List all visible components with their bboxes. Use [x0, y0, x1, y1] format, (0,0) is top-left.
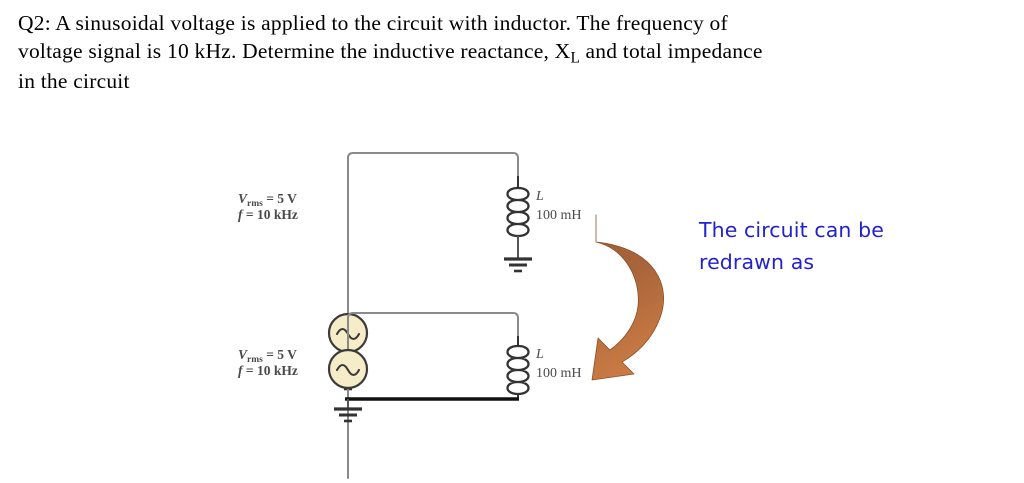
ground-symbol-inductor-original	[504, 236, 532, 273]
redraw-annotation-line-2: redrawn as	[699, 249, 815, 274]
question-line-1: Q2: A sinusoidal voltage is applied to t…	[18, 11, 728, 35]
ac-source-symbol-redrawn	[327, 348, 369, 390]
question-text: Q2: A sinusoidal voltage is applied to t…	[18, 10, 1003, 96]
question-line-2-part-b: and total impedance	[579, 38, 763, 63]
inductor-label-value-original: 100 mH	[536, 208, 582, 223]
source-label-freq-redrawn: f = 10 kHz	[238, 363, 298, 378]
curved-arrow-shape	[591, 214, 664, 381]
inductor-label-L-original: L	[535, 189, 544, 204]
sine-wave-icon	[335, 363, 361, 377]
xl-subscript: L	[570, 49, 580, 67]
inductor-label-value-redrawn: 100 mH	[536, 366, 582, 381]
inductor-coil-path	[506, 344, 530, 396]
inductor-label-L-redrawn: L	[535, 347, 544, 362]
source-label-freq-original: f = 10 kHz	[238, 207, 298, 222]
question-line-2-part-a: voltage signal is 10 kHz. Determine the …	[18, 38, 571, 63]
circuit-redrawn: Vrms = 5 V f = 10 kHz L 100 mH	[238, 312, 582, 479]
redraw-annotation: The circuit can be redrawn as	[699, 215, 999, 279]
curved-arrow	[591, 214, 664, 381]
wire-top-redrawn	[347, 312, 519, 479]
source-label-vrms-original: Vrms = 5 V	[238, 191, 297, 209]
question-line-3: in the circuit	[18, 69, 130, 94]
inductor-symbol-redrawn	[506, 336, 530, 399]
circuit-diagram-group: Vrms = 5 V f = 10 kHz L 100 mH	[0, 118, 1024, 483]
source-label-vrms-redrawn: Vrms = 5 V	[238, 347, 297, 365]
redraw-annotation-line-1: The circuit can be	[699, 218, 884, 242]
inductor-coil-path	[506, 186, 530, 238]
ground-symbol-redrawn	[334, 399, 362, 423]
wire-top-original	[347, 152, 519, 317]
